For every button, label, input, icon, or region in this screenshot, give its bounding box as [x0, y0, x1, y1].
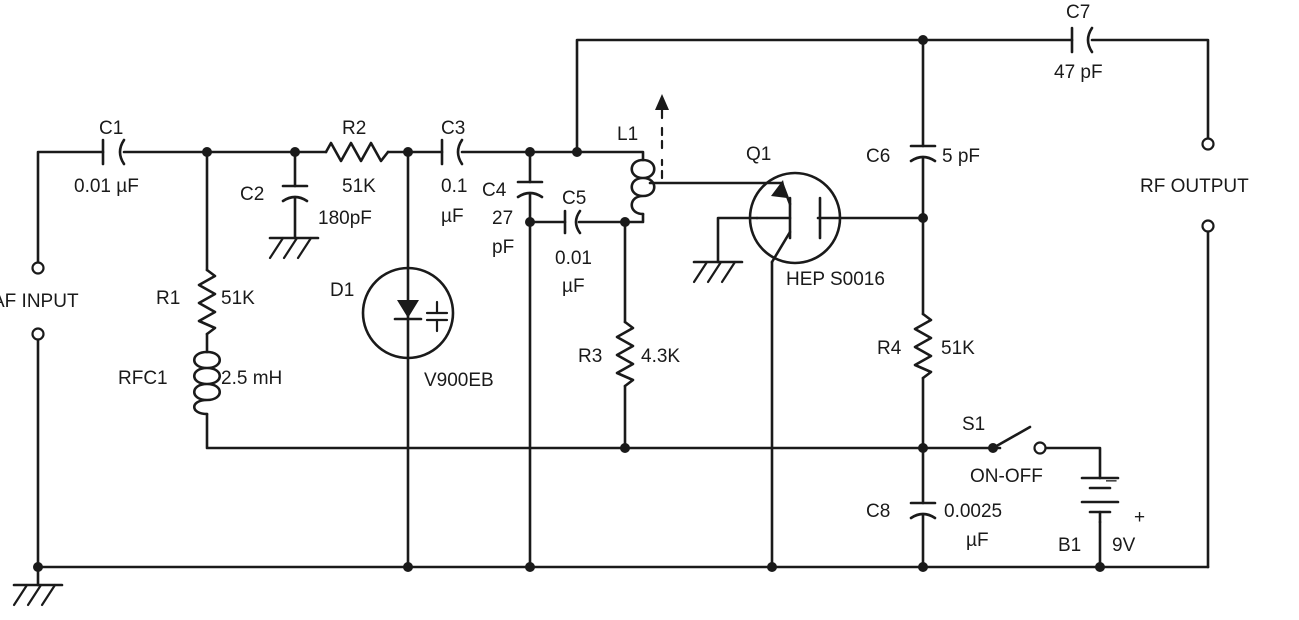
label-c8-value-1: 0.0025	[944, 501, 1002, 522]
wire-rfc1-bottom	[205, 412, 1002, 450]
label-c7-name: C7	[1066, 2, 1090, 23]
label-c7-value: 47 pF	[1054, 62, 1103, 83]
label-r4-value: 51K	[941, 338, 975, 359]
junction	[620, 217, 630, 227]
label-c8-name: C8	[866, 501, 890, 522]
junction	[918, 35, 928, 45]
label-c5-value-1: 0.01	[555, 248, 592, 269]
junction	[202, 147, 212, 157]
label-c3-value-1: 0.1	[441, 176, 467, 197]
emitter-arrow-icon	[771, 180, 787, 198]
terminals	[31, 137, 1215, 341]
ground-symbol-main	[12, 565, 64, 607]
label-s1-onoff: ON-OFF	[970, 466, 1043, 487]
junction	[572, 147, 582, 157]
resistor-r2	[324, 141, 390, 163]
wire-top-c7	[575, 38, 1074, 154]
junction	[525, 562, 535, 572]
label-r3-value: 4.3K	[641, 346, 680, 367]
capacitor-c5	[563, 209, 582, 235]
label-c4-value-2: pF	[492, 237, 514, 258]
capacitor-c3	[440, 138, 464, 166]
label-c6-value: 5 pF	[942, 146, 980, 167]
label-c8-value-2: µF	[966, 530, 989, 551]
label-c2-name: C2	[240, 184, 264, 205]
wire-q1-base	[716, 216, 759, 264]
junction	[620, 443, 630, 453]
label-rfc1-value: 2.5 mH	[221, 368, 282, 389]
junction-dots	[33, 35, 1105, 572]
junction	[918, 562, 928, 572]
label-b1-value: 9V	[1112, 535, 1136, 556]
label-c6-name: C6	[866, 146, 890, 167]
capacitor-c8	[909, 501, 937, 520]
junction	[918, 213, 928, 223]
capacitor-c2	[281, 184, 309, 203]
resistor-r4	[913, 312, 933, 380]
label-d1-name: D1	[330, 280, 354, 301]
junction	[918, 443, 928, 453]
label-c5-name: C5	[562, 188, 586, 209]
label-q1-part: HEP S0016	[786, 269, 885, 290]
resistor-r3	[615, 320, 635, 388]
wire-c7-rfout	[1090, 38, 1210, 140]
wiring	[36, 38, 1210, 569]
transistor-q1	[748, 171, 842, 265]
inductor-l1	[630, 94, 669, 216]
switch-s1	[988, 425, 1047, 455]
af-input-terminal-hot	[31, 261, 45, 275]
label-c1-name: C1	[99, 118, 123, 139]
label-c4-name: C4	[482, 180, 507, 201]
resistor-r1	[197, 268, 217, 336]
wire-switch-battery	[1042, 446, 1102, 480]
label-r2-value: 51K	[342, 176, 376, 197]
label-r4-name: R4	[877, 338, 902, 359]
capacitor-c7	[1070, 26, 1094, 54]
wire-af-input	[36, 150, 105, 264]
ground-symbol-c2	[268, 236, 320, 260]
junction	[525, 217, 535, 227]
label-c4-value-1: 27	[492, 208, 513, 229]
junction	[767, 562, 777, 572]
label-af-input: AF INPUT	[0, 291, 79, 312]
ground-symbol-q1	[692, 260, 744, 284]
rf-output-terminal-hot	[1201, 137, 1215, 151]
junction	[403, 147, 413, 157]
junction	[403, 562, 413, 572]
label-l1-name: L1	[617, 124, 638, 145]
wire-c5-right	[577, 212, 645, 224]
capacitor-c4	[516, 180, 544, 199]
label-d1-part: V900EB	[424, 370, 494, 391]
label-s1-name: S1	[962, 414, 985, 435]
varactor-diode-d1	[361, 266, 455, 360]
capacitor-c1	[101, 138, 126, 166]
label-r3-name: R3	[578, 346, 602, 367]
label-b1-name: B1	[1058, 535, 1081, 556]
label-c2-value: 180pF	[318, 208, 372, 229]
af-input-terminal-ground	[31, 327, 45, 341]
rf-output-terminal-ground	[1201, 219, 1215, 233]
label-b1-minus: –	[1106, 470, 1117, 491]
label-c3-name: C3	[441, 118, 465, 139]
junction	[525, 147, 535, 157]
label-r1-value: 51K	[221, 288, 255, 309]
label-q1-name: Q1	[746, 144, 771, 165]
label-b1-plus: +	[1134, 507, 1145, 528]
arrow-up-icon	[655, 94, 669, 110]
label-c3-value-2: µF	[441, 206, 464, 227]
junction	[1095, 562, 1105, 572]
inductor-rfc1	[192, 350, 222, 416]
junction	[290, 147, 300, 157]
label-r2-name: R2	[342, 118, 366, 139]
wire-bus-c3-l1	[460, 150, 645, 162]
label-rfc1-name: RFC1	[118, 368, 168, 389]
capacitor-c6	[909, 144, 937, 163]
label-c1-value: 0.01 µF	[74, 176, 139, 197]
label-rf-output: RF OUTPUT	[1140, 176, 1249, 197]
label-c5-value-2: µF	[562, 276, 585, 297]
battery-b1	[1080, 476, 1120, 524]
label-r1-name: R1	[156, 288, 180, 309]
